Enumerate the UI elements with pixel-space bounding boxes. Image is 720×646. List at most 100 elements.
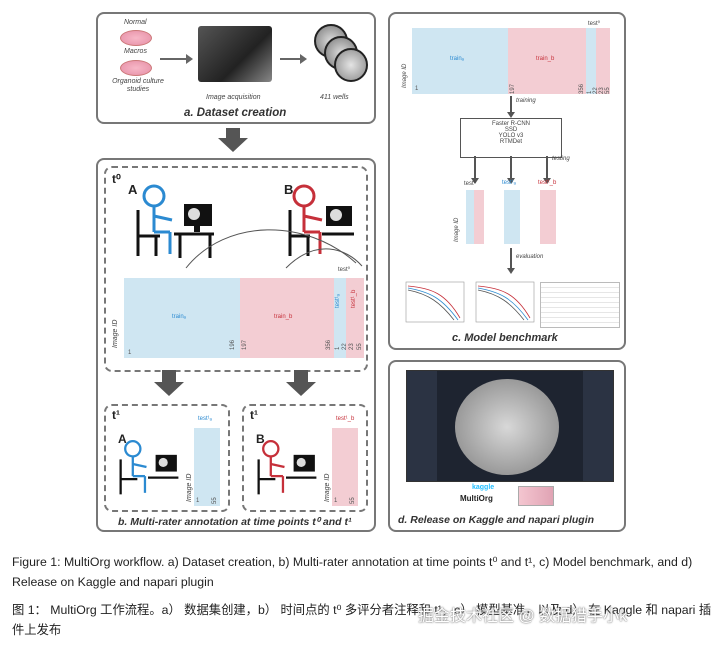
arrow-down-icon — [510, 248, 512, 270]
test1b-label: test¹_b — [351, 289, 357, 308]
watermark: 掘金技术社区 @ 数据猎手小k — [418, 608, 628, 625]
t1-rater-a-region: t¹ A test¹ₐ Image ID 1 55 — [104, 404, 230, 512]
test1a-label: test¹ₐ — [198, 416, 212, 422]
arrow-head-icon — [300, 54, 307, 64]
arrow-down-icon — [226, 128, 240, 138]
arrow-head-icon — [471, 178, 479, 184]
rater-a-label: A — [118, 432, 127, 446]
caption-english: Figure 1: MultiOrg workflow. a) Dataset … — [12, 552, 712, 592]
test0-top-label: test⁰ — [338, 267, 351, 273]
test1b-block — [596, 28, 610, 94]
label-normal: Normal — [124, 19, 147, 26]
rater-b-label: B — [284, 182, 294, 197]
test1b-block — [332, 428, 358, 506]
tick-label: 22 — [342, 343, 348, 350]
image-id-label: Image ID — [454, 217, 460, 242]
label-wells: 411 wells — [320, 94, 349, 101]
panel-b-title: b. Multi-rater annotation at time points… — [118, 516, 352, 528]
panel-model-benchmark: test⁰ trainₐ train_b Image ID 1 197 356 … — [388, 12, 626, 350]
rater-b-label: B — [256, 432, 265, 446]
tick-label: 1 — [128, 350, 132, 356]
model-name: YOLO v3 — [498, 133, 524, 139]
arrow-right-icon — [280, 58, 302, 60]
panel-d-title: d. Release on Kaggle and napari plugin — [398, 514, 595, 526]
napari-right-panel — [583, 371, 613, 481]
arrow-down-icon — [546, 156, 548, 180]
tick-label: 196 — [230, 339, 236, 350]
multiorg-logo: MultiOrg — [460, 494, 493, 503]
rater-a-figure — [136, 184, 214, 258]
test1b-label: test¹_b — [538, 180, 557, 186]
t0-label: t⁰ — [112, 172, 121, 186]
image-id-label: Image ID — [324, 473, 331, 502]
image-id-label: Image ID — [112, 319, 119, 348]
arrow-head-icon — [507, 268, 515, 274]
tick-label: 197 — [242, 339, 248, 350]
tick-label: 23 — [349, 343, 355, 350]
train-a-block — [124, 278, 240, 358]
caption-zh-text: 图 1： MultiOrg 工作流程。a） 数据集创建，b） 时间点的 t⁰ 多… — [12, 603, 712, 637]
models-box: Faster R-CNN SSD YOLO v3 RTMDet — [460, 118, 562, 158]
model-name: RTMDet — [499, 139, 523, 145]
test1a-block — [194, 428, 220, 506]
arrow-down-icon — [286, 382, 316, 396]
train-a-block — [412, 28, 508, 94]
train-a-label: trainₐ — [450, 56, 464, 62]
arrow-down-icon — [510, 96, 512, 114]
tick-label: 55 — [605, 87, 611, 94]
panel-multi-rater-annotation: t⁰ A B — [96, 158, 376, 532]
arrow-head-icon — [507, 112, 515, 118]
tick-label: 356 — [579, 83, 585, 94]
image-id-label: Image ID — [186, 473, 193, 502]
microscope-image — [198, 26, 272, 82]
tick-label: 197 — [510, 83, 516, 94]
tick-label: 55 — [212, 497, 218, 504]
arrow-head-icon — [507, 178, 515, 184]
rater-a-label: A — [128, 182, 138, 197]
pr-curve-plot — [475, 281, 535, 323]
tick-label: 1 — [334, 498, 338, 504]
panel-c-title: c. Model benchmark — [452, 332, 558, 344]
train-b-label: train_b — [274, 314, 293, 320]
t0-region: t⁰ A B — [104, 166, 368, 372]
dataset-thumbnail — [518, 486, 554, 506]
arrow-down-icon — [154, 382, 184, 396]
test0-bar — [466, 190, 474, 244]
tick-label: 1 — [335, 346, 341, 350]
well-image — [334, 48, 368, 82]
results-table — [540, 282, 620, 328]
annotation-arrows — [185, 229, 363, 269]
arrow-down-icon — [510, 156, 512, 180]
tick-label: 356 — [326, 339, 332, 350]
test1a-block — [334, 278, 346, 358]
kaggle-logo: kaggle — [472, 484, 495, 491]
train-b-label: train_b — [536, 56, 555, 62]
panel-dataset-creation: Normal Macros Organoid culture studies I… — [96, 12, 376, 124]
arrow-down-icon — [294, 370, 308, 382]
tick-label: 1 — [415, 86, 419, 92]
organoid-well-image — [455, 379, 559, 475]
t1-label: t¹ — [250, 408, 258, 422]
evaluation-label: evaluation — [516, 254, 544, 260]
pr-curve-plot — [405, 281, 465, 323]
petri-dish-normal — [120, 30, 152, 46]
training-label: training — [516, 98, 536, 104]
model-name: Faster R-CNN — [491, 121, 530, 127]
panel-a-title: a. Dataset creation — [184, 107, 287, 119]
test1a-label: test¹ₐ — [335, 294, 341, 308]
arrow-down-icon — [162, 370, 176, 382]
test0-top-label: test⁰ — [588, 21, 601, 27]
train-b-block — [240, 278, 334, 358]
test1b-label: test¹_b — [336, 416, 355, 422]
tick-label: 1 — [196, 498, 200, 504]
train-a-label: trainₐ — [172, 314, 186, 320]
model-name: SSD — [504, 127, 518, 133]
test1b-bar — [540, 190, 556, 244]
petri-dish-macros — [120, 60, 152, 76]
train-b-block — [508, 28, 586, 94]
arrow-down-icon — [474, 156, 476, 180]
testing-label: testing — [552, 156, 570, 162]
test1a-block — [586, 28, 596, 94]
image-id-label: Image ID — [402, 63, 408, 88]
test0-label: test⁰ — [464, 181, 477, 187]
